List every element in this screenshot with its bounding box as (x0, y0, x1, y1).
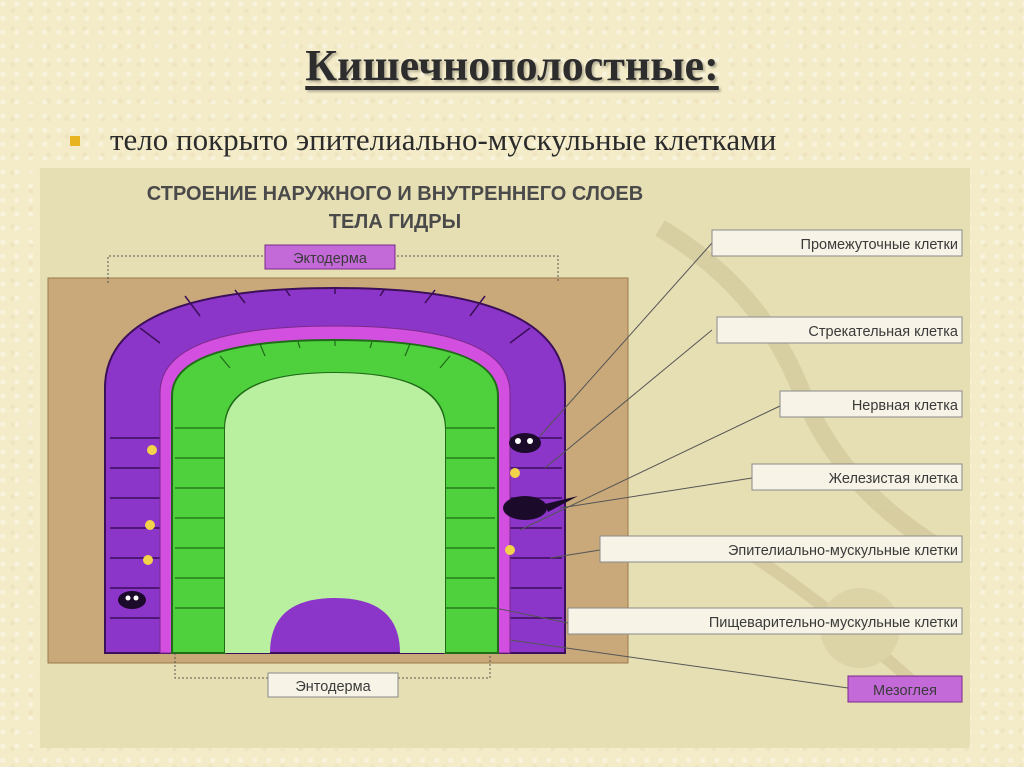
bullet-text: тело покрыто эпителиально-мускульные кле… (110, 122, 777, 157)
label-epithelial-muscle-cells: Эпителиально-мускульные клетки (728, 543, 958, 559)
stinging-cells (118, 433, 578, 609)
bullet-square-icon (70, 136, 80, 146)
endoderm-layer (171, 338, 499, 654)
hydra-layers-diagram: СТРОЕНИЕ НАРУЖНОГО И ВНУТРЕННЕГО СЛОЕВ Т… (40, 168, 970, 748)
ectoderm-label-box (264, 244, 396, 270)
label-mesoglea: Мезоглея (873, 683, 937, 699)
endoderm-label-box (267, 672, 399, 698)
leader-lines (494, 242, 849, 689)
label-box-mesoglea (847, 675, 963, 703)
nerve-cells (143, 445, 520, 565)
diagram-heading-line2: ТЕЛА ГИДРЫ (329, 211, 461, 233)
endoderm-label: Энтодерма (295, 679, 371, 695)
label-stinging-cell: Стрекательная клетка (808, 324, 959, 340)
endoderm-bracket (174, 653, 491, 679)
label-box-digestive-muscle (567, 607, 963, 635)
gastric-cavity (225, 373, 445, 653)
endoderm-cells (175, 340, 495, 609)
label-nerve-cell: Нервная клетка (852, 398, 959, 414)
label-box-nerve (779, 390, 963, 418)
label-intermediate-cells: Промежуточные клетки (801, 237, 958, 253)
diagram-heading-line1: СТРОЕНИЕ НАРУЖНОГО И ВНУТРЕННЕГО СЛОЕВ (147, 183, 643, 205)
label-box-epithelial-muscle (599, 535, 963, 563)
ectoderm-label: Эктодерма (293, 251, 368, 267)
label-box-stinging (716, 316, 963, 344)
diagram-canvas: СТРОЕНИЕ НАРУЖНОГО И ВНУТРЕННЕГО СЛОЕВ Т… (47, 183, 963, 703)
label-digestive-muscle-cells: Пищеварительно-мускульные клетки (709, 615, 958, 631)
label-box-intermediate (711, 229, 963, 257)
slide-title: Кишечнополостные: (305, 41, 719, 90)
bullet-item: тело покрыто эпителиально-мускульные кле… (70, 122, 1010, 162)
label-glandular-cell: Железистая клетка (829, 471, 959, 487)
label-box-glandular (751, 463, 963, 491)
